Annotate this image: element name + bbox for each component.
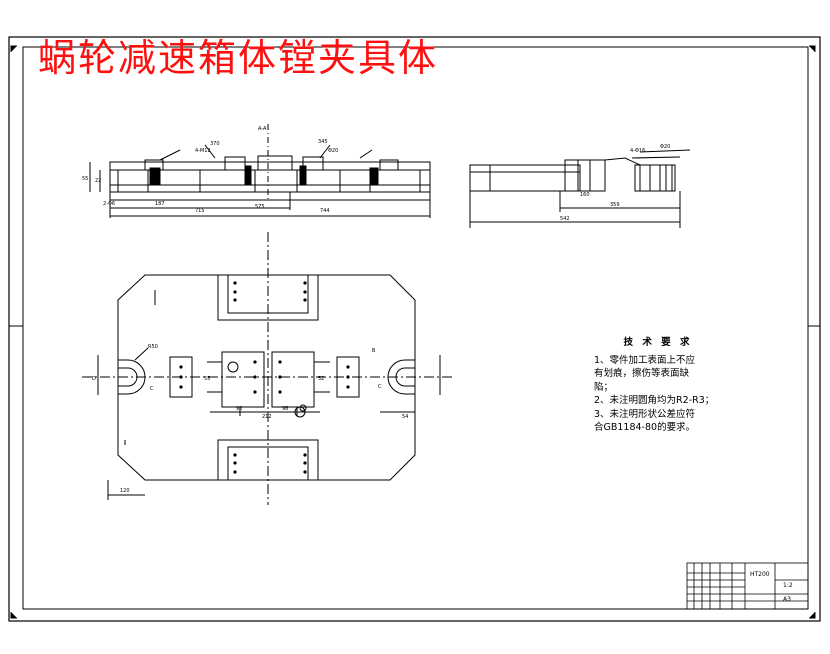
svg-text:4-M12: 4-M12 [195,148,211,154]
svg-text:C: C [378,384,382,390]
tech-line: 3、未注明形状公差应符 [594,408,696,420]
tech-line: 有划痕，擦伤等表面缺 [594,368,690,379]
title-block-sheet: A3 [783,596,791,603]
svg-text:B: B [372,348,376,354]
side-view-labels: 542 359 160 4-Φ16 Φ20 [560,144,670,222]
svg-text:A-A: A-A [258,126,267,132]
trim-marks [9,45,820,619]
svg-text:345: 345 [318,139,328,145]
tech-line: 合GB1184-80的要求。 [594,422,696,433]
tech-line: 2、未注明圆角均为R2-R3； [594,395,715,406]
svg-text:715: 715 [195,208,205,214]
svg-text:54: 54 [402,414,408,420]
svg-text:55: 55 [82,176,88,182]
svg-text:R50: R50 [148,344,158,350]
svg-text:22: 22 [95,178,101,184]
title-block-scale: 1:2 [783,582,793,589]
svg-text:370: 370 [210,141,220,147]
title-block-material: HT200 [750,571,770,578]
svg-text:187: 187 [155,201,165,207]
svg-text:744: 744 [320,208,330,214]
drawing-title: 蜗轮减速箱体镗夹具体 [38,36,439,80]
svg-text:575: 575 [255,204,265,210]
tech-heading: 技 术 要 求 [623,337,693,348]
svg-text:52: 52 [318,376,324,382]
svg-text:Φ20: Φ20 [660,144,670,150]
tech-line: 1、零件加工表面上不应 [594,354,696,366]
svg-text:120: 120 [120,488,130,494]
top-view [89,124,431,218]
svg-text:90: 90 [236,406,242,412]
svg-text:2-Φ6: 2-Φ6 [103,201,115,207]
svg-text:4-Φ16: 4-Φ16 [630,148,645,154]
plan-view [82,232,455,505]
svg-text:C: C [150,386,154,392]
technical-requirements: 技 术 要 求 1、零件加工表面上不应 有划痕，擦伤等表面缺 陷； 2、未注明圆… [594,336,722,435]
svg-text:212: 212 [262,414,272,420]
plan-view-holes [179,281,350,474]
svg-text:D: D [92,376,96,382]
plan-view-labels: R50 B C C D 120 212 54 55 52 90 96 [92,344,408,494]
svg-text:96: 96 [282,406,288,412]
svg-text:542: 542 [560,216,570,222]
svg-text:160: 160 [580,192,590,198]
inner-border [22,46,809,610]
side-view [469,149,691,228]
svg-text:55: 55 [204,376,210,382]
svg-text:Φ20: Φ20 [328,148,338,154]
title-block [686,562,809,610]
tech-line: 陷； [594,381,614,393]
top-view-labels: 575 715 744 187 55 22 2-Φ6 370 345 4-M12… [82,126,338,214]
svg-text:359: 359 [610,202,620,208]
outer-border [8,36,821,622]
